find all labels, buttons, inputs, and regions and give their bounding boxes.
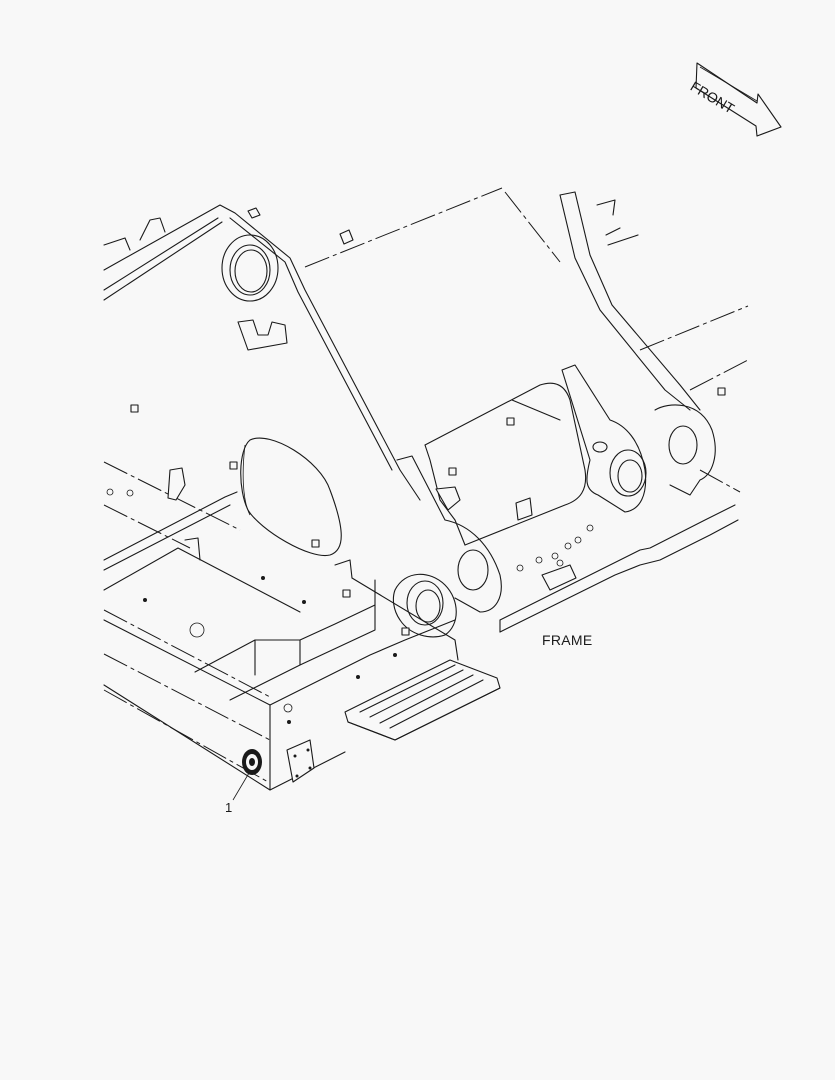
base-plate [499,504,739,633]
step-tread [344,659,501,741]
left-pivot-lugs [392,455,502,638]
floor-box [103,467,459,791]
front-direction-arrow-icon [695,62,782,137]
rear-pad [286,739,315,783]
callout-leader-line [232,772,250,801]
construction-lines [103,187,749,784]
right-boom-plate [559,191,701,411]
center-housing [424,382,587,546]
small-nut-icons [130,387,726,636]
callout-number[interactable]: 1 [225,800,233,815]
plug-part-1[interactable] [242,749,262,775]
assembly-label: FRAME [542,632,593,648]
oval-access-cutout [240,437,342,557]
right-pivot-lugs [561,364,716,513]
left-boom-plate [103,204,421,501]
